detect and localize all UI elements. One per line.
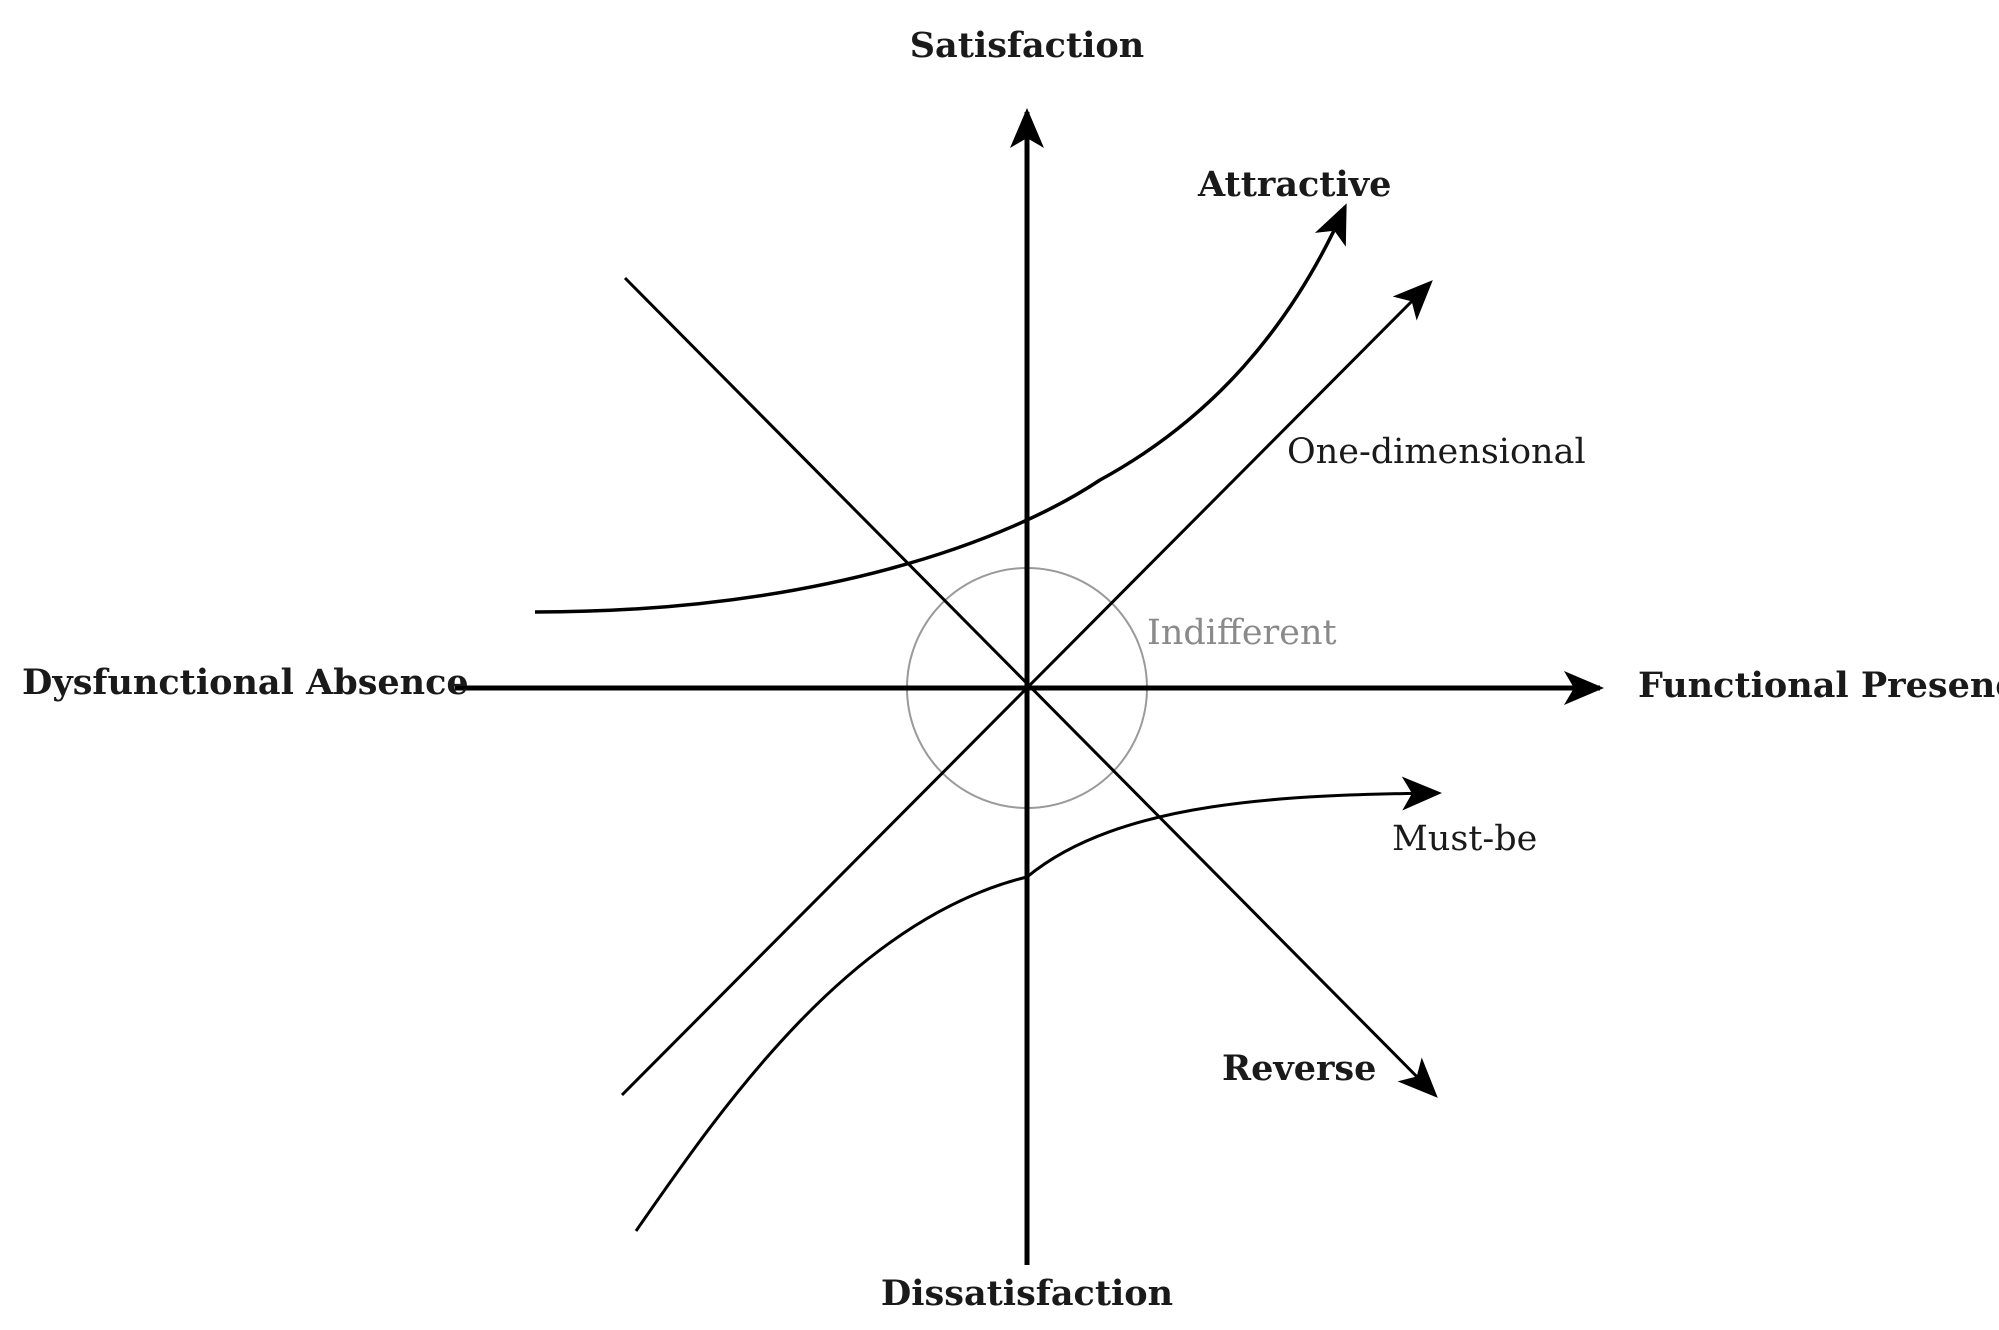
functional-presence-label: Functional Presence: [1638, 665, 1999, 706]
indifferent-label: Indifferent: [1147, 613, 1337, 653]
one-dimensional-label: One-dimensional: [1287, 432, 1586, 472]
must-be-label: Must-be: [1392, 819, 1537, 859]
attractive-curve: [534, 203, 1347, 614]
one-dimensional-line: [620, 280, 1433, 1097]
dissatisfaction-label: Dissatisfaction: [881, 1273, 1173, 1314]
reverse-label: Reverse: [1222, 1048, 1376, 1089]
attractive-label: Attractive: [1197, 164, 1391, 205]
reverse-line: [623, 276, 1438, 1098]
must-be-curve: [634, 776, 1442, 1232]
dysfunctional-absence-label: Dysfunctional Absence: [22, 662, 469, 703]
satisfaction-label: Satisfaction: [910, 25, 1144, 66]
